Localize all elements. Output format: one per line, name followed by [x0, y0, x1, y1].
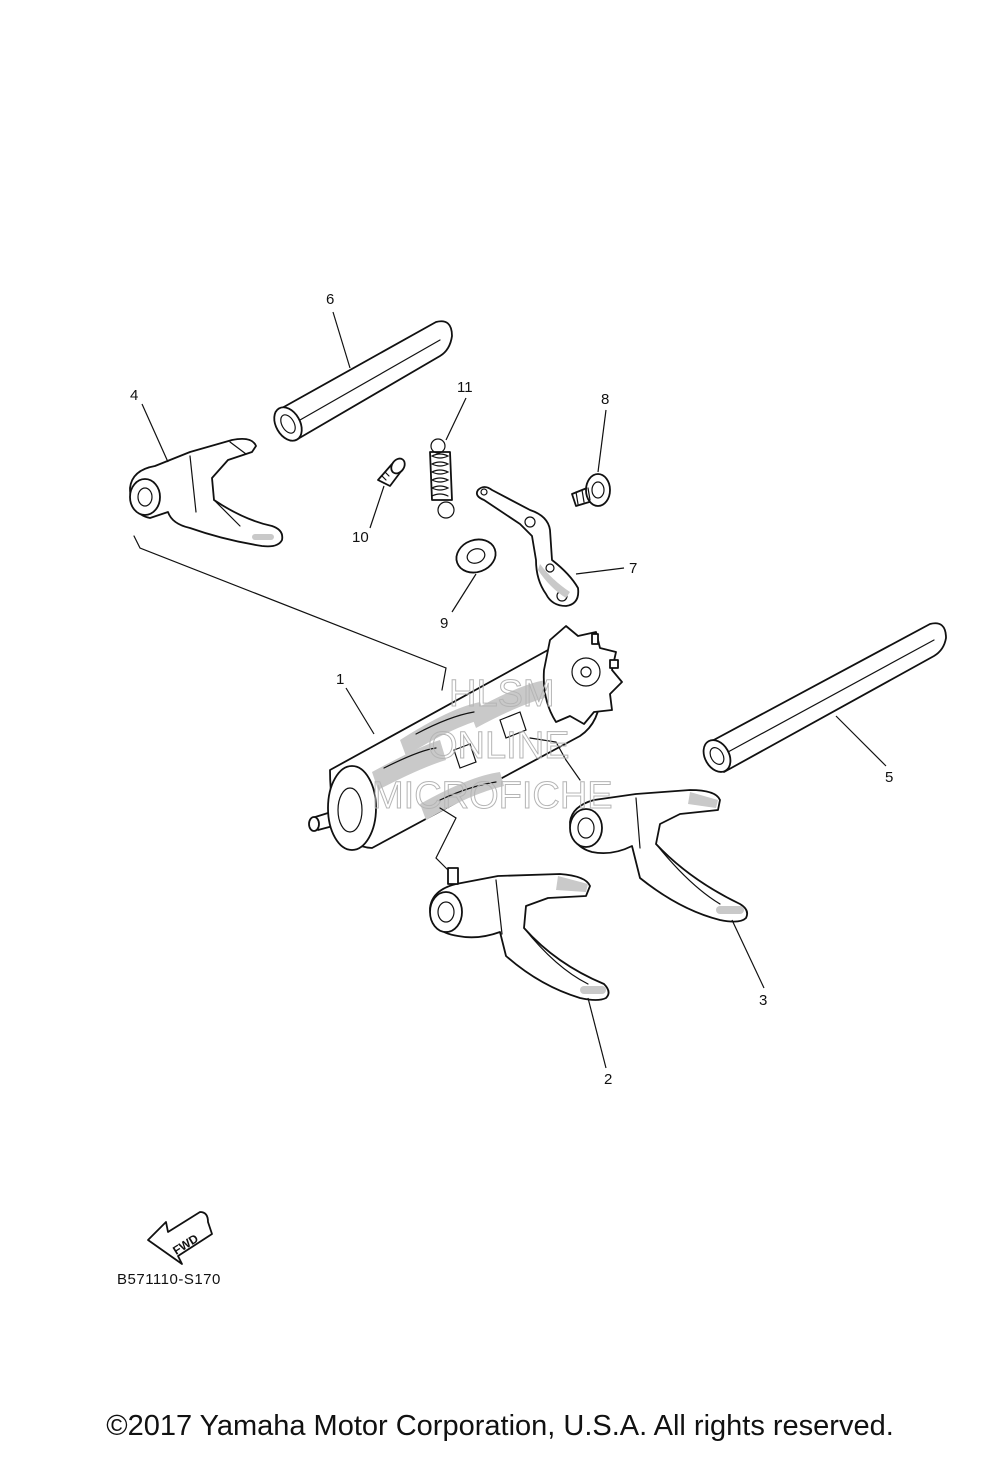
- fwd-arrow-icon: FWD: [147, 1211, 213, 1265]
- callout-1[interactable]: 1: [336, 671, 344, 688]
- part-9-washer[interactable]: [452, 534, 501, 578]
- watermark-line-2: ONLINE: [428, 725, 569, 767]
- watermark: HLSM ONLINE MICROFICHE: [372, 673, 614, 818]
- copyright-notice: ©2017 Yamaha Motor Corporation, U.S.A. A…: [106, 1410, 894, 1442]
- callout-6[interactable]: 6: [326, 291, 334, 308]
- callout-4[interactable]: 4: [130, 387, 138, 404]
- callout-3[interactable]: 3: [759, 992, 767, 1009]
- part-1-shift-drum[interactable]: [308, 625, 623, 851]
- assembly-lines: [133, 535, 581, 871]
- leader-lines: [141, 311, 887, 1069]
- watermark-line-3: MICROFICHE: [372, 775, 613, 817]
- part-10-screw[interactable]: [377, 456, 408, 487]
- part-8-bolt[interactable]: [571, 473, 611, 507]
- watermark-line-1: HLSM: [449, 673, 555, 715]
- callout-labels: 6 4 11 8 10 7 9 1 5 3 2: [130, 291, 893, 1088]
- callout-9[interactable]: 9: [440, 615, 448, 632]
- callout-2[interactable]: 2: [604, 1071, 612, 1088]
- part-7-stopper-lever[interactable]: [475, 486, 580, 607]
- part-6-shift-fork-shaft[interactable]: [269, 320, 453, 445]
- callout-7[interactable]: 7: [629, 560, 637, 577]
- part-11-spring[interactable]: [429, 438, 455, 519]
- part-3-shift-fork[interactable]: [569, 789, 749, 923]
- callout-10[interactable]: 10: [352, 529, 369, 546]
- part-5-shift-fork-shaft[interactable]: [698, 622, 947, 776]
- callout-5[interactable]: 5: [885, 769, 893, 786]
- part-4-shift-fork[interactable]: [129, 437, 284, 548]
- diagram-code: B571110-S170: [117, 1271, 221, 1288]
- callout-8[interactable]: 8: [601, 391, 609, 408]
- part-2-shift-fork[interactable]: [429, 867, 610, 1001]
- callout-11[interactable]: 11: [457, 379, 473, 396]
